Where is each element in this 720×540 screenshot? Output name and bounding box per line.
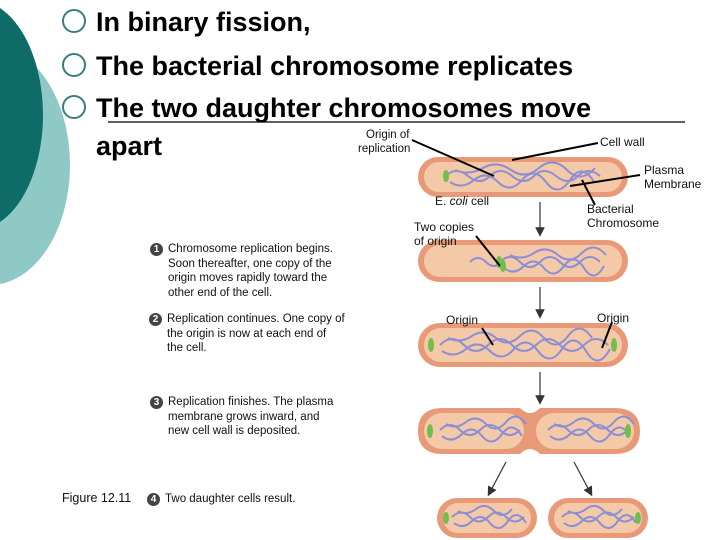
daughter-cell-left <box>437 498 537 538</box>
cell-stage-0 <box>418 157 628 197</box>
leader-origin <box>411 139 495 177</box>
leader-two-copies <box>475 235 501 267</box>
step-number-badge: 1 <box>150 243 163 256</box>
label-ecoli-cell: E. coli cell <box>435 194 490 208</box>
bullet-2: The bacterial chromosome replicates <box>62 50 573 82</box>
cell-stage-2 <box>418 323 628 367</box>
leader-bacterial-chromosome <box>581 179 596 206</box>
leader-plasma-membrane <box>569 174 641 187</box>
step-4: 4 Two daughter cells result. <box>147 492 295 507</box>
step-number-badge: 4 <box>147 493 160 506</box>
label-origin-right: Origin <box>597 311 630 325</box>
step-number-badge: 2 <box>149 313 162 326</box>
process-arrow-4b <box>573 461 593 497</box>
step-1: 1 Chromosome replication begins. Soon th… <box>150 242 333 300</box>
step-3: 3 Replication finishes. The plasma membr… <box>150 395 333 439</box>
label-two-copies-of-origin: Two copies of origin <box>414 220 475 248</box>
teal-dark-shape <box>0 8 43 222</box>
process-arrow-4a <box>487 461 507 497</box>
bullet-ring-icon <box>62 8 86 33</box>
label-origin-left: Origin <box>446 313 479 327</box>
leader-origin-right <box>601 321 613 349</box>
label-origin-of-replication: Origin of replication <box>358 129 411 155</box>
label-cell-wall: Cell wall <box>600 135 645 149</box>
label-bacterial-chromosome: Bacterial Chromosome <box>587 202 660 230</box>
bullet-3: The two daughter chromosomes move <box>62 92 591 124</box>
leader-cell-wall <box>511 142 599 161</box>
bullet-ring-icon <box>62 52 86 77</box>
figure-label: Figure 12.11 <box>62 491 132 505</box>
step-number-badge: 3 <box>150 396 163 409</box>
bullet-1: In binary fission, <box>62 6 311 38</box>
bullet-ring-icon <box>62 94 86 119</box>
daughter-cell-right <box>548 498 648 538</box>
bullet-3-text: The two daughter chromosomes move <box>96 93 592 123</box>
cell-stage-3 <box>418 408 640 454</box>
bullet-2-text: The bacterial chromosome replicates <box>96 51 574 81</box>
bullet-3-continuation: apart <box>96 131 163 161</box>
label-plasma-membrane: Plasma Membrane <box>644 163 702 191</box>
bullet-1-text: In binary fission, <box>96 7 311 37</box>
leader-origin-left <box>481 327 494 346</box>
step-2: 2 Replication continues. One copy of the… <box>149 312 345 356</box>
cell-stage-1 <box>418 240 628 282</box>
